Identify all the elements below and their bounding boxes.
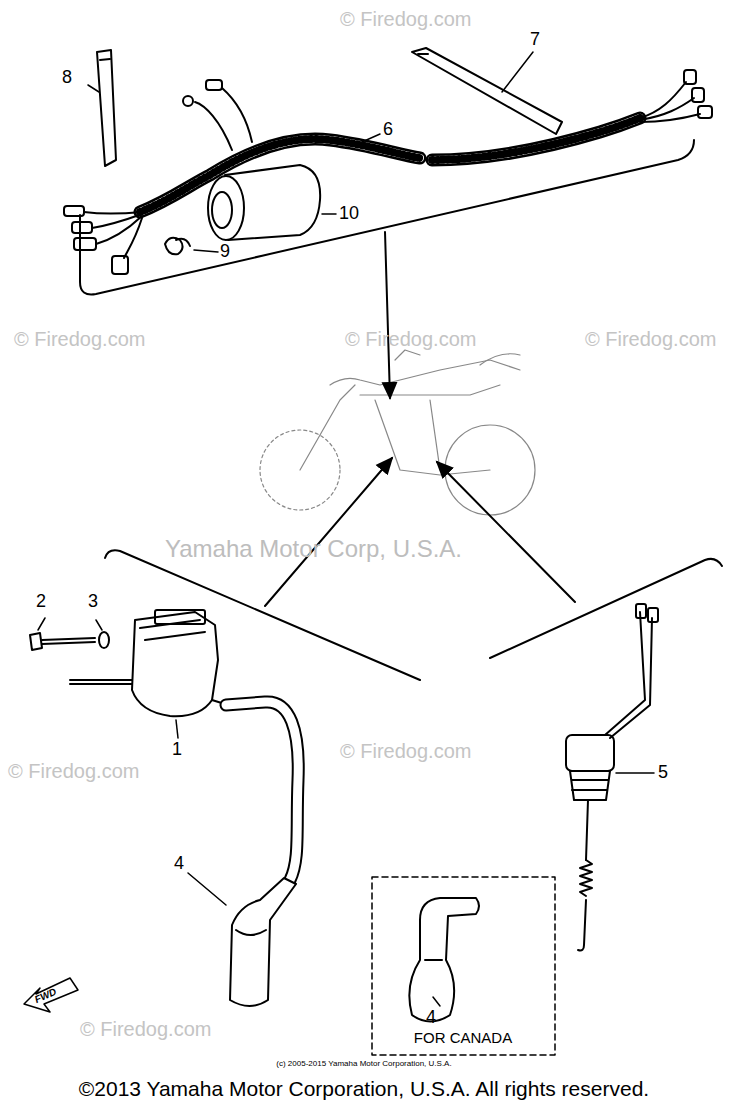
callout-number: 5: [658, 763, 668, 783]
copyright-note: (c) 2005-2015 Yamaha Motor Corporation, …: [276, 1060, 451, 1069]
callout-number: 3: [88, 592, 98, 612]
callout-number: 4: [174, 854, 184, 874]
watermark: © Firedog.com: [345, 328, 476, 350]
watermark: © Firedog.com: [340, 740, 471, 762]
callout-number: 9: [220, 242, 230, 262]
callout-number: 4: [426, 1008, 436, 1028]
watermark: © Firedog.com: [14, 328, 145, 350]
watermark: Yamaha Motor Corp, U.S.A.: [165, 536, 462, 562]
callout-number: 10: [339, 204, 359, 224]
watermark: © Firedog.com: [80, 1018, 211, 1040]
copyright-note: ©2013 Yamaha Motor Corporation, U.S.A. A…: [79, 1077, 649, 1100]
note-label: FOR CANADA: [414, 1030, 512, 1047]
callout-number: 7: [530, 30, 540, 50]
watermark: © Firedog.com: [340, 8, 471, 30]
callout-number: 1: [172, 740, 182, 760]
watermark: © Firedog.com: [8, 760, 139, 782]
watermark: © Firedog.com: [585, 328, 716, 350]
callout-number: 2: [36, 592, 46, 612]
direction-label: FWD: [33, 986, 58, 1005]
callout-number: 6: [383, 120, 393, 140]
callout-number: 8: [62, 68, 72, 88]
